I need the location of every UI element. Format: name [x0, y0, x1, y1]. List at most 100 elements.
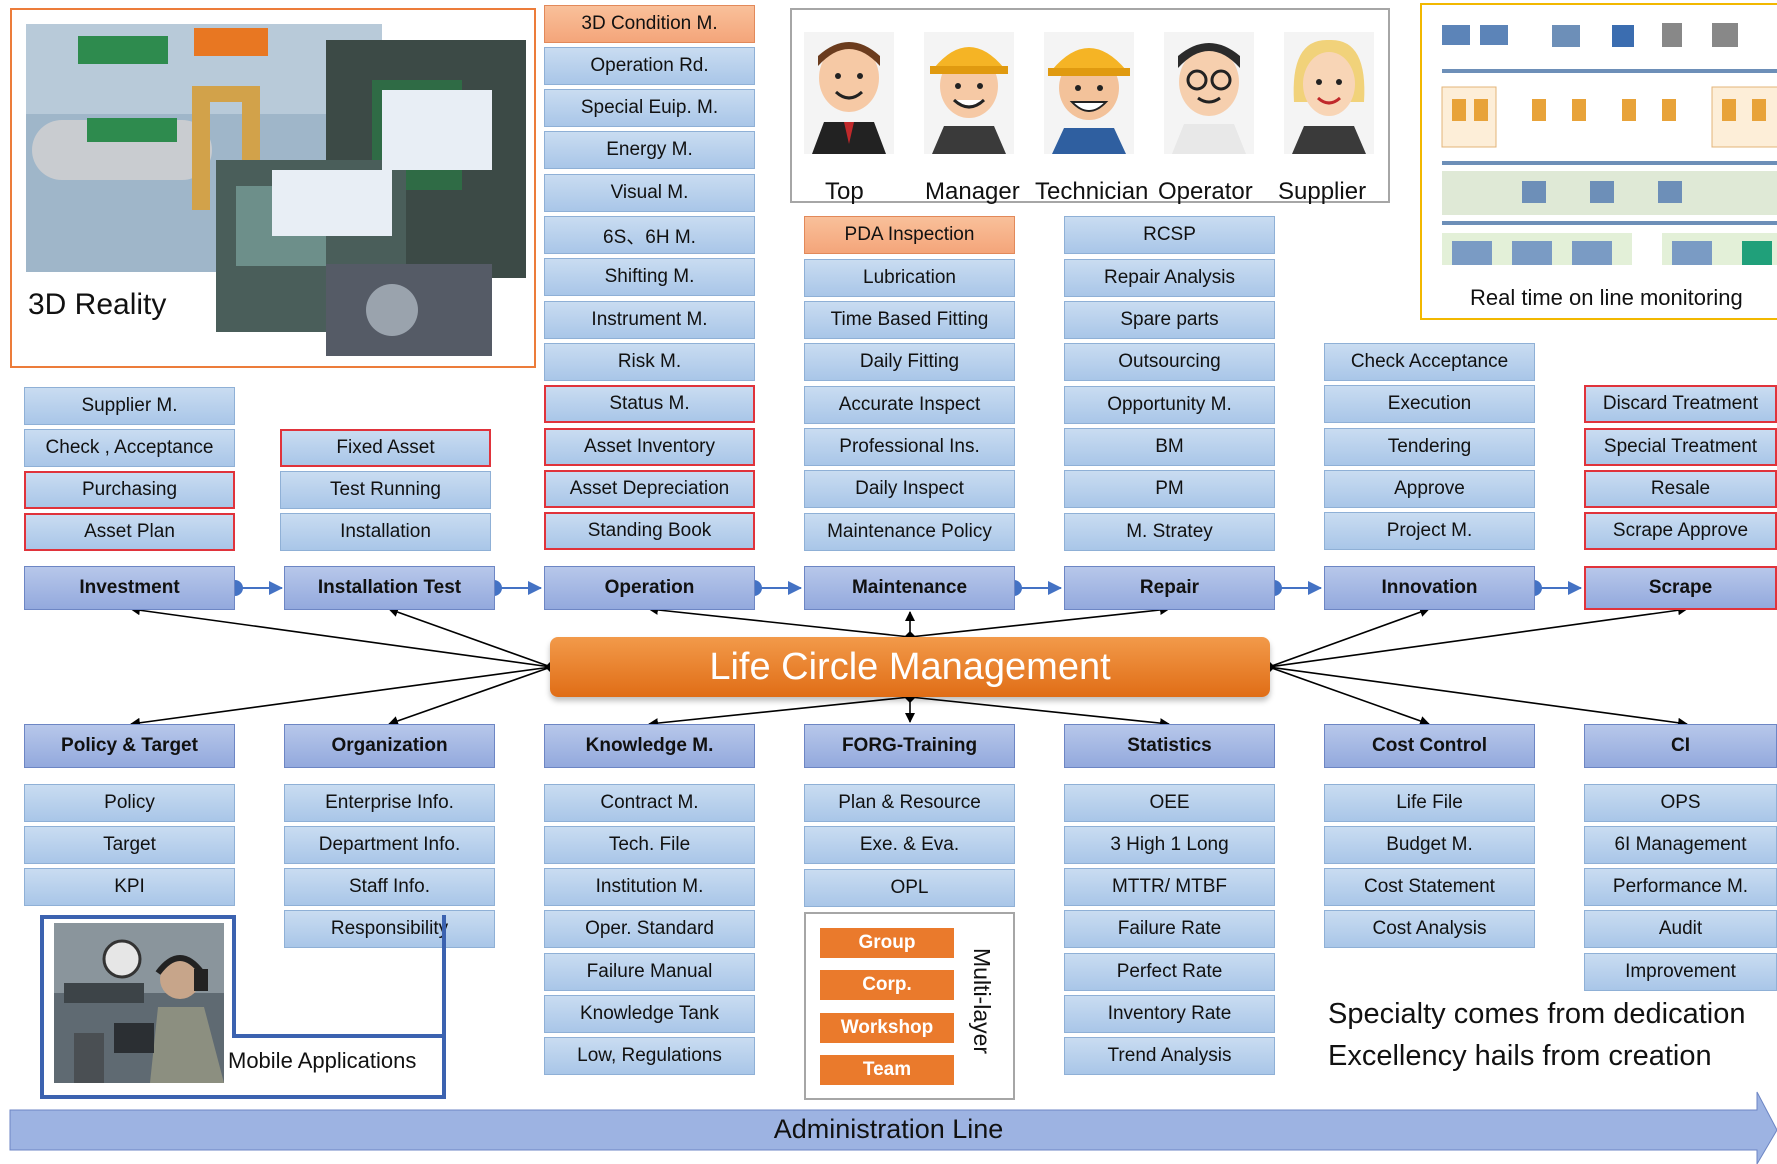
support-knowledge: Knowledge M. — [544, 724, 755, 768]
training-item: Exe. & Eva. — [804, 826, 1015, 864]
stage-innovation: Innovation — [1324, 566, 1535, 610]
operation-item: Special Euip. M. — [544, 89, 755, 127]
slogan-line-1: Specialty comes from dedication — [1328, 998, 1746, 1030]
role-label: Technician — [1035, 178, 1149, 205]
knowledge-item: Low, Regulations — [544, 1037, 755, 1075]
cost-item: Life File — [1324, 784, 1535, 822]
organization-item: Department Info. — [284, 826, 495, 864]
maintenance-item: Accurate Inspect — [804, 386, 1015, 424]
innovation-item: Approve — [1324, 470, 1535, 508]
layer-workshop: Workshop — [820, 1013, 954, 1043]
repair-item: Opportunity M. — [1064, 386, 1275, 424]
ci-item: Improvement — [1584, 953, 1777, 991]
knowledge-item: Failure Manual — [544, 953, 755, 991]
investment-item: Purchasing — [24, 471, 235, 509]
statistics-item: Failure Rate — [1064, 910, 1275, 948]
role-label: Supplier — [1278, 178, 1367, 205]
layer-group: Group — [820, 928, 954, 958]
maintenance-item: Professional Ins. — [804, 428, 1015, 466]
support-cost-control: Cost Control — [1324, 724, 1535, 768]
maintenance-item: Time Based Fitting — [804, 301, 1015, 339]
installation-item: Installation — [280, 513, 491, 551]
training-item: Plan & Resource — [804, 784, 1015, 822]
layer-corp: Corp. — [820, 970, 954, 1000]
innovation-item: Execution — [1324, 385, 1535, 423]
scrape-item: Resale — [1584, 470, 1777, 508]
monitoring-panel: Real time on line monitoring — [1420, 3, 1777, 320]
slogan-line-2: Excellency hails from creation — [1328, 1040, 1712, 1072]
operation-item: Standing Book — [544, 512, 755, 550]
stage-operation: Operation — [544, 566, 755, 610]
support-statistics: Statistics — [1064, 724, 1275, 768]
technician-avatar-icon — [1044, 32, 1134, 154]
role-label: Operator — [1158, 178, 1253, 205]
innovation-item: Check Acceptance — [1324, 343, 1535, 381]
reality-panel: 3D Reality — [10, 8, 536, 368]
repair-item: Outsourcing — [1064, 343, 1275, 381]
stage-scrape: Scrape — [1584, 566, 1777, 610]
knowledge-item: Knowledge Tank — [544, 995, 755, 1033]
monitoring-label: Real time on line monitoring — [1470, 285, 1743, 310]
role-label: Top — [825, 178, 864, 205]
plant-3d-image — [26, 24, 526, 356]
mobile-worker-photo — [54, 923, 224, 1083]
repair-item: PM — [1064, 470, 1275, 508]
ci-item: OPS — [1584, 784, 1777, 822]
investment-item: Supplier M. — [24, 387, 235, 425]
top-avatar-icon — [804, 32, 894, 154]
stage-maintenance: Maintenance — [804, 566, 1015, 610]
stage-repair: Repair — [1064, 566, 1275, 610]
operation-item: Asset Inventory — [544, 428, 755, 466]
network-diagram-image — [1441, 23, 1777, 265]
repair-item: RCSP — [1064, 216, 1275, 254]
stage-installation-test: Installation Test — [284, 566, 495, 610]
statistics-item: Perfect Rate — [1064, 953, 1275, 991]
mobile-panel-frame — [40, 1034, 446, 1099]
ci-item: Performance M. — [1584, 868, 1777, 906]
role-label: Manager — [925, 178, 1020, 205]
maintenance-item: PDA Inspection — [804, 216, 1015, 254]
maintenance-item: Lubrication — [804, 259, 1015, 297]
maintenance-item: Maintenance Policy — [804, 513, 1015, 551]
knowledge-item: Tech. File — [544, 826, 755, 864]
cost-item: Cost Statement — [1324, 868, 1535, 906]
operator-avatar-icon — [1164, 32, 1254, 154]
statistics-item: MTTR/ MTBF — [1064, 868, 1275, 906]
investment-item: Asset Plan — [24, 513, 235, 551]
installation-item: Test Running — [280, 471, 491, 509]
scrape-item: Discard Treatment — [1584, 385, 1777, 423]
maintenance-item: Daily Fitting — [804, 343, 1015, 381]
operation-item: Shifting M. — [544, 258, 755, 296]
support-policy-target: Policy & Target — [24, 724, 235, 768]
support-organization: Organization — [284, 724, 495, 768]
reality-label: 3D Reality — [28, 288, 167, 321]
statistics-item: Inventory Rate — [1064, 995, 1275, 1033]
organization-item: Staff Info. — [284, 868, 495, 906]
repair-item: Repair Analysis — [1064, 259, 1275, 297]
multilayer-label: Multi-layer — [969, 948, 995, 1055]
cost-item: Cost Analysis — [1324, 910, 1535, 948]
knowledge-item: Oper. Standard — [544, 910, 755, 948]
statistics-item: Trend Analysis — [1064, 1037, 1275, 1075]
operation-item: Risk M. — [544, 343, 755, 381]
operation-item: Operation Rd. — [544, 47, 755, 85]
life-circle-management-title: Life Circle Management — [550, 637, 1270, 697]
ci-item: Audit — [1584, 910, 1777, 948]
repair-item: BM — [1064, 428, 1275, 466]
organization-item: Responsibility — [284, 910, 495, 948]
policy-item: KPI — [24, 868, 235, 906]
mobile-panel-photo-frame — [40, 915, 236, 1099]
ci-item: 6I Management — [1584, 826, 1777, 864]
mobile-panel-side — [232, 915, 446, 1038]
statistics-item: 3 High 1 Long — [1064, 826, 1275, 864]
organization-item: Enterprise Info. — [284, 784, 495, 822]
operation-item: Instrument M. — [544, 301, 755, 339]
repair-item: Spare parts — [1064, 301, 1275, 339]
repair-item: M. Stratey — [1064, 513, 1275, 551]
scrape-item: Special Treatment — [1584, 428, 1777, 466]
stage-investment: Investment — [24, 566, 235, 610]
operation-item: 6S、6H M. — [544, 216, 755, 254]
investment-item: Check , Acceptance — [24, 429, 235, 467]
innovation-item: Tendering — [1324, 428, 1535, 466]
support-training: FORG-Training — [804, 724, 1015, 768]
